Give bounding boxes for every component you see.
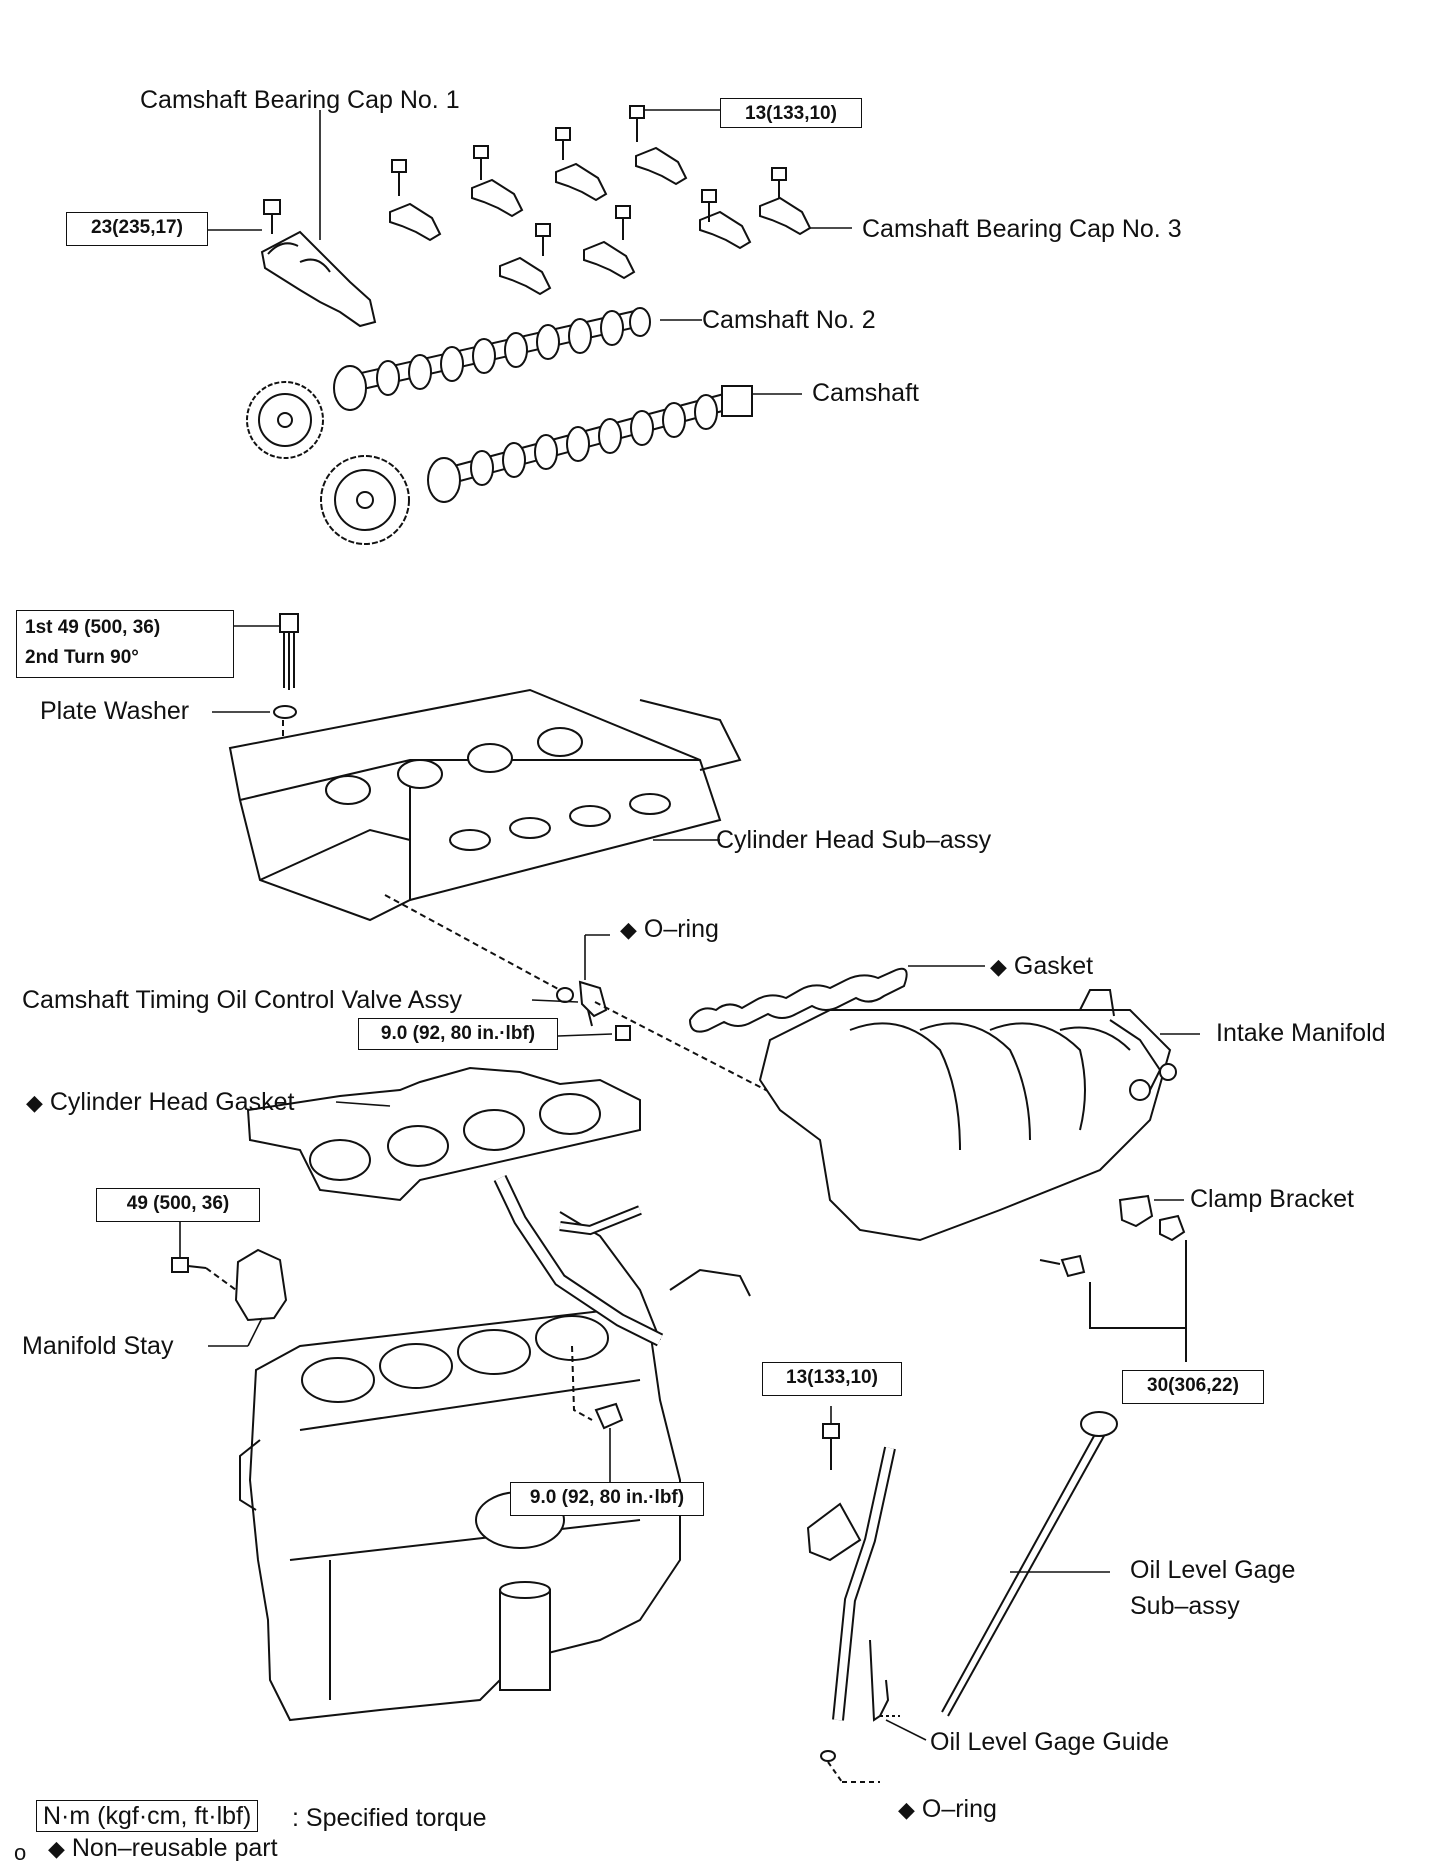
torque-head-bolt-step2: 2nd Turn 90° bbox=[25, 647, 139, 668]
label-clamp-bracket: Clamp Bracket bbox=[1190, 1185, 1354, 1213]
label-cylinder-head-gasket: ◆ Cylinder Head Gasket bbox=[26, 1090, 294, 1115]
torque-block: 9.0 (92, 80 in.·lbf) bbox=[510, 1482, 704, 1516]
intake-manifold bbox=[688, 967, 1187, 1362]
nonreusable-diamond-icon: ◆ bbox=[620, 917, 637, 942]
cylinder-head bbox=[228, 613, 742, 991]
cylinder-head-gasket bbox=[246, 1066, 641, 1202]
label-oring-bottom: ◆ O–ring bbox=[898, 1797, 997, 1822]
camshaft-bearing-caps bbox=[260, 105, 812, 328]
label-plate-washer: Plate Washer bbox=[40, 697, 190, 725]
label-oil-level-gage-guide: Oil Level Gage Guide bbox=[930, 1728, 1170, 1756]
nonreusable-diamond-icon: ◆ bbox=[990, 954, 1007, 979]
camshafts bbox=[246, 307, 753, 545]
label-camshaft: Camshaft bbox=[812, 379, 919, 407]
leader-lines bbox=[179, 109, 1200, 1741]
label-oil-level-gage: Oil Level Gage Sub–assy bbox=[1130, 1552, 1295, 1624]
torque-intake: 30(306,22) bbox=[1122, 1370, 1264, 1404]
cylinder-block bbox=[239, 1174, 751, 1722]
label-cylinder-head: Cylinder Head Sub–assy bbox=[716, 826, 992, 854]
legend-nonreusable-text: Non–reusable part bbox=[71, 1834, 278, 1862]
label-camshaft-bearing-cap-no1: Camshaft Bearing Cap No. 1 bbox=[140, 86, 460, 114]
label-oring-top: ◆ O–ring bbox=[620, 917, 719, 942]
label-oring-top-text: O–ring bbox=[643, 915, 719, 943]
label-camshaft-no2: Camshaft No. 2 bbox=[702, 306, 876, 334]
label-oil-level-gage-line1: Oil Level Gage bbox=[1130, 1556, 1296, 1584]
label-camshaft-bearing-cap-no3: Camshaft Bearing Cap No. 3 bbox=[862, 215, 1182, 243]
manifold-stay bbox=[171, 1248, 288, 1322]
label-manifold-stay: Manifold Stay bbox=[22, 1332, 174, 1360]
nonreusable-diamond-icon: ◆ bbox=[48, 1836, 65, 1861]
nonreusable-diamond-icon: ◆ bbox=[26, 1090, 43, 1115]
oil-level-gage bbox=[806, 1411, 1118, 1783]
legend-unit-box: N·m (kgf·cm, ft·lbf) bbox=[36, 1800, 259, 1832]
torque-stay: 49 (500, 36) bbox=[96, 1188, 260, 1222]
label-ocv: Camshaft Timing Oil Control Valve Assy bbox=[22, 986, 462, 1014]
legend-unit-text: : Specified torque bbox=[292, 1804, 487, 1832]
torque-cap-large: 23(235,17) bbox=[66, 212, 208, 246]
torque-head-bolt: 1st 49 (500, 36) 2nd Turn 90° bbox=[16, 610, 234, 678]
label-oring-bottom-text: O–ring bbox=[921, 1795, 997, 1823]
torque-gage-guide: 13(133,10) bbox=[762, 1362, 902, 1396]
legend-corner-mark: o bbox=[14, 1840, 27, 1865]
legend-nonreusable: ◆ Non–reusable part bbox=[48, 1836, 278, 1861]
torque-head-bolt-step1: 1st 49 (500, 36) bbox=[25, 617, 161, 638]
label-gasket: ◆ Gasket bbox=[990, 954, 1093, 979]
label-oil-level-gage-line2: Sub–assy bbox=[1130, 1592, 1240, 1620]
label-gasket-text: Gasket bbox=[1013, 952, 1094, 980]
torque-ocv: 9.0 (92, 80 in.·lbf) bbox=[358, 1018, 558, 1050]
torque-cap-small: 13(133,10) bbox=[720, 98, 862, 128]
label-intake-manifold: Intake Manifold bbox=[1216, 1019, 1386, 1047]
nonreusable-diamond-icon: ◆ bbox=[898, 1797, 915, 1822]
label-cylinder-head-gasket-text: Cylinder Head Gasket bbox=[49, 1088, 295, 1116]
